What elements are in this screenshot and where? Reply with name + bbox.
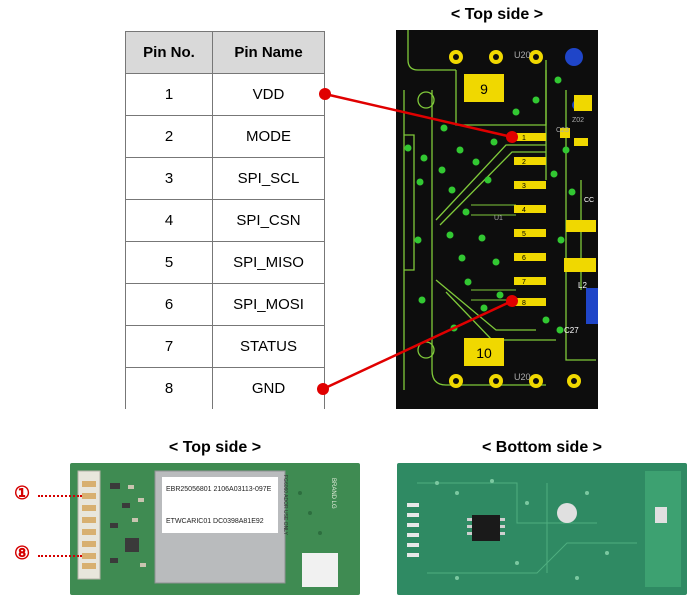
pcb-layout-drawing: 9 10 1 2 3 4 5 6 7 8 U20 U20 C27 L2 U1 C…: [403, 30, 598, 390]
pointer-dot-pin8-pad: [506, 295, 518, 307]
pin-name-cell: MODE: [212, 115, 325, 158]
header-pin-name: Pin Name: [212, 31, 325, 74]
pad-number-label: 5: [522, 231, 526, 238]
module-photo-top-side: EBR25056801 2106A03113-097E ETWCARIC01 D…: [70, 463, 360, 595]
pin-8-leader-line: [38, 555, 82, 557]
pin-1-marker: ①: [14, 483, 31, 503]
module-bottom-drawing: [407, 471, 681, 587]
silkscreen-label: U20: [514, 372, 531, 382]
pin-name-cell: STATUS: [212, 325, 325, 368]
pin-name-cell: GND: [212, 367, 325, 409]
pointer-dot-pin8-table: [317, 383, 329, 395]
table-row: 1 VDD: [125, 73, 325, 116]
pad-number-label: 6: [522, 255, 526, 262]
pin-name-cell: VDD: [212, 73, 325, 116]
silkscreen-label: CC: [584, 197, 594, 204]
shield-side-text: FG6060 ADOR USE ONLY: [282, 475, 288, 536]
header-pin-no: Pin No.: [125, 31, 213, 74]
pin-table: Pin No. Pin Name 1 VDD 2 MODE 3 SPI_SCL …: [125, 31, 325, 409]
pointer-line-pin1: [324, 92, 513, 139]
table-row: 5 SPI_MISO: [125, 241, 325, 284]
pad-number-label: 4: [522, 207, 526, 214]
shield-text-line2: ETWCARIC01 DC0398A81E92: [166, 518, 264, 525]
layout-top-side-title: < Top side >: [450, 6, 544, 23]
photo-bottom-side-title: < Bottom side >: [481, 439, 603, 456]
pin-no-cell: 3: [125, 157, 213, 200]
photo-top-side-title: < Top side >: [168, 439, 262, 456]
pin-no-cell: 7: [125, 325, 213, 368]
big-pad-9-label: 9: [480, 81, 488, 97]
silkscreen-label: U20: [514, 50, 531, 60]
pad-number-label: 1: [522, 135, 526, 142]
pointer-dot-pin1-pad: [506, 131, 518, 143]
table-row: 4 SPI_CSN: [125, 199, 325, 242]
table-row: 2 MODE: [125, 115, 325, 158]
board-brand-text: BRAND LG: [330, 478, 336, 509]
pin-no-cell: 1: [125, 73, 213, 116]
pin-no-cell: 2: [125, 115, 213, 158]
silkscreen-label: C23: [556, 127, 569, 134]
module-photo-bottom-side: [397, 463, 687, 595]
pad-number-label: 8: [522, 300, 526, 307]
pad-number-label: 2: [522, 159, 526, 166]
pad-number-label: 7: [522, 279, 526, 286]
shield-text-line1: EBR25056801 2106A03113-097E: [166, 486, 272, 493]
pin-name-cell: SPI_MISO: [212, 241, 325, 284]
big-pad-10-label: 10: [476, 345, 492, 361]
silkscreen-label: Z02: [572, 117, 584, 124]
table-row: 7 STATUS: [125, 325, 325, 368]
pointer-line-pin8: [322, 299, 513, 391]
module-top-drawing: EBR25056801 2106A03113-097E ETWCARIC01 D…: [77, 470, 338, 587]
silkscreen-label: L2: [578, 281, 587, 290]
pad-number-label: 3: [522, 183, 526, 190]
pin-8-marker: ⑧: [14, 543, 31, 563]
silkscreen-label: C27: [564, 326, 579, 335]
pin-1-leader-line: [38, 495, 82, 497]
silkscreen-label: U1: [494, 215, 503, 222]
pointer-dot-pin1-table: [319, 88, 331, 100]
pcb-layout-top-side: 9 10 1 2 3 4 5 6 7 8 U20 U20 C27 L2 U1 C…: [396, 30, 598, 409]
pin-no-cell: 8: [125, 367, 213, 409]
table-row: 8 GND: [125, 367, 325, 409]
pin-name-cell: SPI_CSN: [212, 199, 325, 242]
